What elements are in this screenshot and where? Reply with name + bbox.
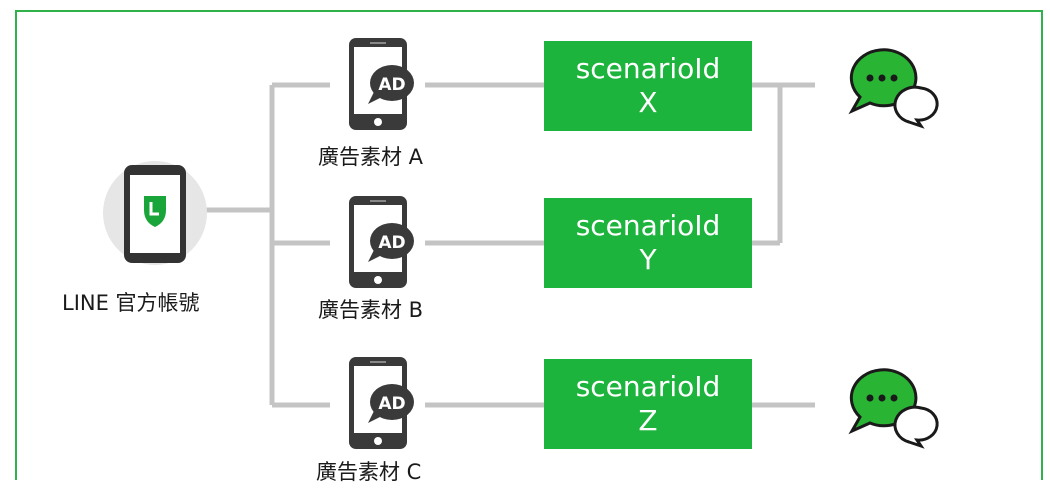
chat-bubbles-icon: [848, 48, 939, 129]
scenario-box-z: scenarioId Z: [544, 359, 752, 449]
ad-label-a: 廣告素材 A: [318, 145, 424, 169]
line-account-phone-icon: [103, 161, 207, 265]
account-label: LINE 官方帳號: [62, 291, 200, 315]
scenario-title: scenarioId: [575, 209, 721, 243]
ad-badge-text: AD: [378, 394, 405, 414]
ad-label-c: 廣告素材 C: [316, 460, 422, 484]
scenario-title: scenarioId: [575, 52, 721, 86]
chat-bubbles-icon: [848, 368, 939, 449]
ad-phone-icon: AD: [349, 196, 414, 288]
ad-label-b: 廣告素材 B: [318, 298, 424, 322]
diagram-frame: [15, 10, 1043, 480]
scenario-id: X: [638, 86, 658, 119]
ad-phone-icon: AD: [349, 357, 414, 449]
ad-phone-icon: AD: [349, 38, 414, 130]
scenario-title: scenarioId: [575, 370, 721, 404]
ad-badge-text: AD: [378, 233, 405, 253]
scenario-box-y: scenarioId Y: [544, 198, 752, 288]
connector-lines: [205, 82, 815, 408]
ad-badge-text: AD: [378, 75, 405, 95]
scenario-id: Y: [639, 243, 657, 276]
scenario-box-x: scenarioId X: [544, 41, 752, 131]
scenario-id: Z: [638, 404, 658, 437]
